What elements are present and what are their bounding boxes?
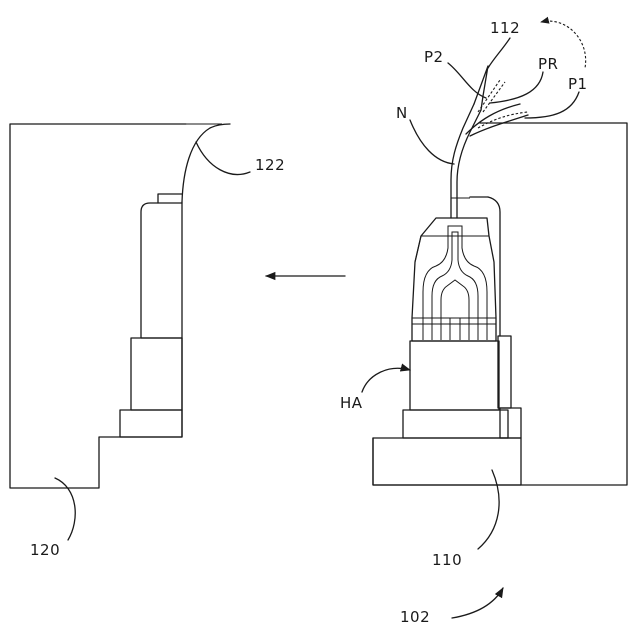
leader-120: [55, 478, 75, 540]
label-120: 120: [30, 541, 60, 559]
leader-112: [488, 38, 510, 68]
leader-110: [478, 470, 499, 549]
label-HA: HA: [340, 394, 363, 412]
curled-film-122: [182, 124, 230, 202]
left-cavity-middle: [131, 338, 182, 410]
hub-prong-mid: [441, 280, 469, 318]
leader-122: [196, 142, 250, 174]
label-PR: PR: [538, 55, 558, 73]
label-P1: P1: [568, 75, 588, 93]
left-cavity-upper: [141, 203, 182, 338]
leader-HA-arrow: [362, 368, 410, 392]
left-cavity-base: [120, 410, 182, 437]
leader-P1: [525, 92, 579, 118]
assembly-arrow-102: [452, 588, 503, 618]
right-mold-component-110: [373, 66, 627, 485]
film-piece-PR: [466, 104, 520, 134]
label-112: 112: [490, 19, 520, 37]
hub-prong-outer: [423, 226, 487, 318]
leader-N: [410, 120, 454, 164]
right-base-platform: [373, 438, 521, 485]
leader-PR: [490, 72, 543, 103]
label-P2: P2: [424, 48, 444, 66]
left-block-outline: [10, 124, 186, 488]
label-N: N: [396, 104, 408, 122]
label-102: 102: [400, 608, 430, 626]
left-cavity-tab: [158, 194, 182, 203]
label-122: 122: [255, 156, 285, 174]
left-mold-component-120: [10, 124, 230, 488]
needle-cannula-N: [451, 104, 474, 218]
leader-P2: [448, 63, 486, 98]
film-piece-P1-alt: [478, 112, 528, 128]
hub-prong-inner: [432, 232, 478, 318]
hub-shoulder-left: [415, 236, 421, 262]
right-hub-side-rail: [498, 336, 511, 408]
needle-cannula-N-inner: [457, 110, 481, 218]
hub-ribs: [423, 318, 487, 340]
right-hub-base-side: [500, 408, 521, 438]
label-110: 110: [432, 551, 462, 569]
needle-tip-P2: [474, 66, 488, 110]
needle-hub-HA: [410, 341, 499, 410]
right-hub-base: [403, 410, 508, 438]
